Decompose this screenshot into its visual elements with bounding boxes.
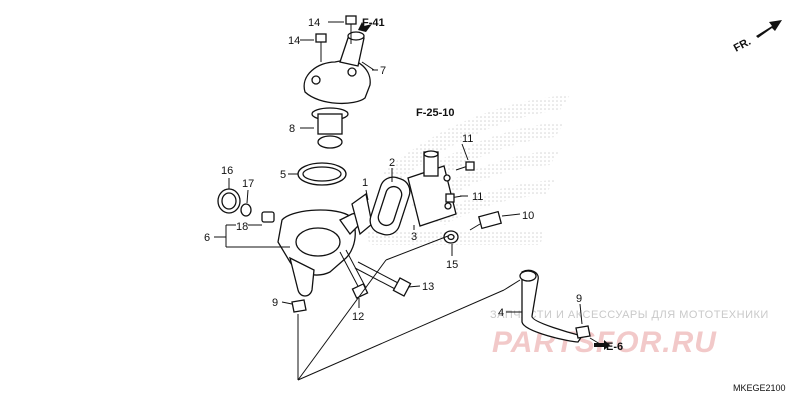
part-16-ring bbox=[217, 188, 241, 214]
callout-6: 6 bbox=[204, 232, 210, 244]
ref-f2510: F-25-10 bbox=[416, 107, 455, 119]
callout-16: 16 bbox=[221, 165, 233, 177]
watermark-tagline: ЗАПЧАСТИ И АКСЕССУАРЫ ДЛЯ МОТОТЕХНИКИ bbox=[490, 309, 769, 321]
callout-1: 1 bbox=[362, 177, 368, 189]
arrow-icon bbox=[756, 20, 782, 38]
callout-9b: 9 bbox=[576, 293, 582, 305]
ref-f41: F-41 bbox=[362, 17, 385, 29]
part-9-clip-a bbox=[291, 299, 307, 313]
callout-10: 10 bbox=[522, 210, 534, 222]
part-o-ring bbox=[297, 162, 347, 186]
ref-e6: E-6 bbox=[606, 341, 623, 353]
callout-12: 12 bbox=[352, 311, 364, 323]
callout-8: 8 bbox=[289, 123, 295, 135]
callout-14b: 14 bbox=[288, 35, 300, 47]
callout-3: 3 bbox=[411, 231, 417, 243]
callout-11b: 11 bbox=[472, 191, 483, 203]
e6-arrow-icon bbox=[594, 340, 610, 350]
part-thermostat-cover bbox=[303, 31, 371, 105]
part-17-ring bbox=[240, 203, 252, 217]
part-10-temperature-sensor bbox=[469, 210, 503, 231]
part-2-gasket bbox=[369, 176, 411, 236]
callout-2: 2 bbox=[389, 157, 395, 169]
part-water-pump-body bbox=[277, 209, 362, 297]
callout-11a: 11 bbox=[462, 133, 473, 145]
callout-7: 7 bbox=[380, 65, 386, 77]
part-4-hose bbox=[519, 269, 584, 343]
direction-label: FR. bbox=[732, 36, 753, 55]
part-18-dowel bbox=[261, 211, 275, 223]
front-direction-indicator: FR. bbox=[732, 20, 782, 55]
part-bolt-14a bbox=[345, 15, 357, 44]
f41-arrow-icon bbox=[358, 22, 372, 32]
callout-4: 4 bbox=[498, 307, 504, 319]
diagram-code: MKEGE2100 bbox=[733, 383, 786, 393]
callout-13: 13 bbox=[422, 281, 434, 293]
callout-14a: 14 bbox=[308, 17, 320, 29]
callout-18: 18 bbox=[236, 221, 248, 233]
callout-9a: 9 bbox=[272, 297, 278, 309]
part-bolt-11b bbox=[445, 193, 463, 203]
part-3-outlet-housing bbox=[407, 150, 457, 227]
leader-lines bbox=[214, 21, 601, 381]
part-thermostat bbox=[311, 107, 349, 149]
part-bolt-11a bbox=[455, 161, 475, 171]
callout-17: 17 bbox=[242, 178, 254, 190]
part-bolt-14b bbox=[315, 33, 327, 62]
part-9-clip-b bbox=[575, 325, 591, 339]
part-bolt-13 bbox=[354, 261, 412, 297]
callout-5: 5 bbox=[280, 169, 286, 181]
part-15-washer bbox=[443, 230, 459, 244]
callout-15: 15 bbox=[446, 259, 458, 271]
